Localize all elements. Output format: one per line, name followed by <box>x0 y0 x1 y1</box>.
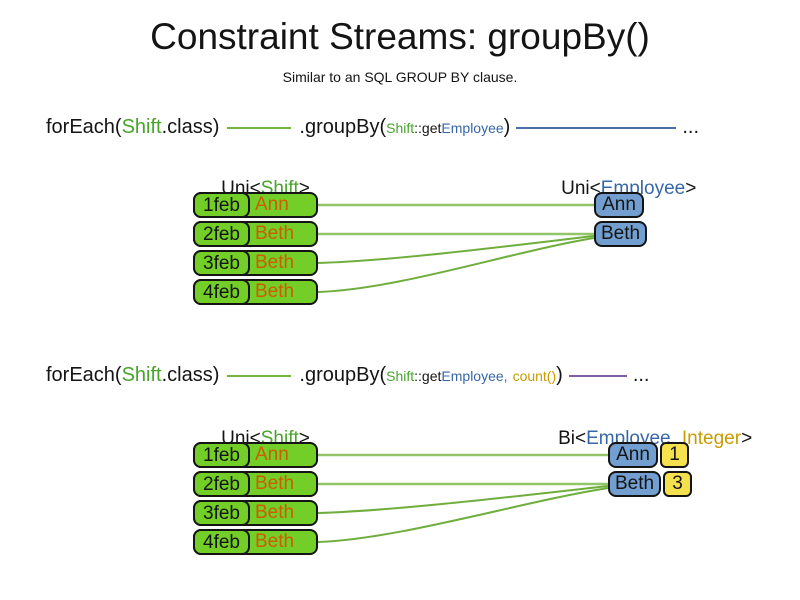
code1-arg-employee: Employee <box>441 120 504 136</box>
shift-employee: Beth <box>255 473 295 494</box>
code1-groupby: .groupBy( <box>299 116 387 138</box>
shift-employee: Beth <box>255 252 295 273</box>
count-box: 3 <box>663 471 693 497</box>
green-connector-line <box>227 126 292 129</box>
employee-box: Ann <box>594 192 644 218</box>
shift-date: 3feb <box>193 500 250 526</box>
shift-date: 1feb <box>193 192 250 218</box>
shift-employee: Beth <box>255 502 295 523</box>
code2-close-paren: ) <box>556 364 563 386</box>
shift-date: 3feb <box>193 250 250 276</box>
code2-arg-employee: Employee <box>441 368 504 384</box>
shift-row: 1feb Ann <box>193 192 318 218</box>
shift-list-1: 1feb Ann 2feb Beth 3feb Beth 4feb Beth <box>193 192 318 308</box>
employee-box: Ann <box>608 442 658 468</box>
code-line-2: forEach(Shift.class) .groupBy(Shift::get… <box>46 364 649 387</box>
shift-employee: Beth <box>255 223 295 244</box>
shift-row: 3feb Beth <box>193 250 318 276</box>
code2-class-close: .class) <box>161 364 220 386</box>
code2-shift-class: Shift <box>121 364 162 386</box>
group-row: Ann <box>594 192 647 218</box>
shift-employee: Ann <box>255 194 289 215</box>
label2-post: > <box>685 178 697 199</box>
code1-shift-class: Shift <box>121 116 162 138</box>
purple-connector-line <box>568 374 627 377</box>
code2-groupby: .groupBy( <box>299 364 387 386</box>
shift-date: 1feb <box>193 442 250 468</box>
shift-employee: Beth <box>255 531 295 552</box>
label2-pre: Uni< <box>561 178 601 199</box>
page-title: Constraint Streams: groupBy() <box>150 16 650 57</box>
shift-date: 4feb <box>193 279 250 305</box>
wire-4feb-beth <box>317 237 595 293</box>
shift-date: 4feb <box>193 529 250 555</box>
code-line-1: forEach(Shift.class) .groupBy(Shift::get… <box>46 116 699 139</box>
code1-arg-shift: Shift <box>386 120 415 136</box>
code1-close-paren: ) <box>503 116 511 138</box>
wire-3feb-beth <box>317 235 595 264</box>
label3-post: > <box>298 428 310 449</box>
group-row: Beth 3 <box>608 471 693 497</box>
code1-arg-method: ::get <box>414 120 442 136</box>
count-box: 1 <box>660 442 689 468</box>
shift-date: 2feb <box>193 471 250 497</box>
shift-employee: Ann <box>255 444 289 465</box>
code1-foreach: forEach( <box>46 116 122 138</box>
code2-arg-comma: , <box>503 368 508 384</box>
shift-date: 2feb <box>193 221 250 247</box>
label4-type2: Integer <box>681 428 742 449</box>
shift-row: 2feb Beth <box>193 221 318 247</box>
wire2-3feb-beth <box>317 485 609 514</box>
label1-post: > <box>298 178 310 199</box>
code2-arg-method: ::get <box>414 368 442 384</box>
page-subtitle: Similar to an SQL GROUP BY clause. <box>282 69 518 85</box>
code2-arg-shift: Shift <box>386 368 415 384</box>
shift-employee: Beth <box>255 281 295 302</box>
code1-ellipsis: ... <box>682 116 700 138</box>
group-list-1: Ann Beth <box>594 192 648 250</box>
shift-row: 3feb Beth <box>193 500 318 526</box>
blue-connector-line <box>516 126 677 129</box>
group-row: Ann 1 <box>608 442 692 468</box>
group-row: Beth <box>594 221 648 247</box>
label4-pre: Bi< <box>558 428 587 449</box>
code1-class-close: .class) <box>161 116 220 138</box>
code2-foreach: forEach( <box>46 364 122 386</box>
label4-comma: , <box>670 428 676 449</box>
code2-ellipsis: ... <box>632 364 650 386</box>
group-list-2: Ann 1 Beth 3 <box>608 442 693 500</box>
green-connector-line <box>227 374 292 377</box>
label4-post: > <box>741 428 753 449</box>
shift-list-2: 1feb Ann 2feb Beth 3feb Beth 4feb Beth <box>193 442 318 558</box>
shift-row: 4feb Beth <box>193 279 318 305</box>
shift-row: 4feb Beth <box>193 529 318 555</box>
wire2-4feb-beth <box>317 487 609 543</box>
shift-row: 1feb Ann <box>193 442 318 468</box>
code2-arg-count: count() <box>512 368 557 384</box>
employee-box: Beth <box>594 221 648 247</box>
shift-row: 2feb Beth <box>193 471 318 497</box>
employee-box: Beth <box>608 471 662 497</box>
